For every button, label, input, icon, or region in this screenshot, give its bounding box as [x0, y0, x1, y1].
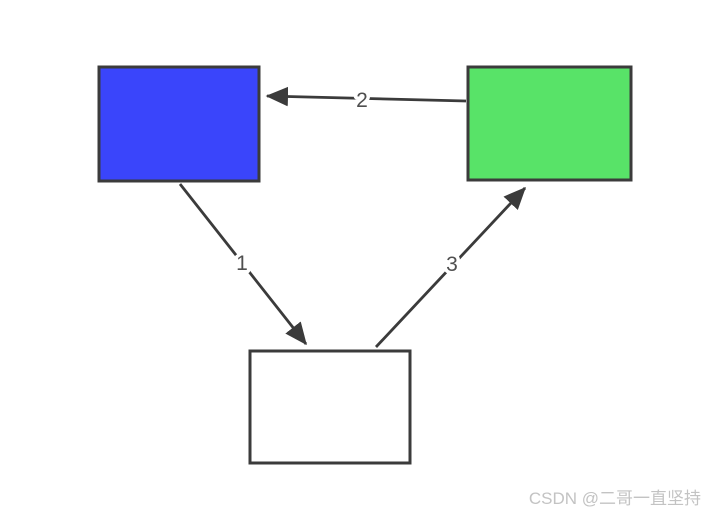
edge-3-arrow [374, 186, 527, 348]
edge-3-label: 3 [446, 253, 458, 276]
edge-2-label: 2 [356, 89, 368, 112]
edge-1-arrow [178, 183, 308, 346]
node-blue-box [97, 65, 261, 183]
edge-2-arrow [265, 86, 467, 107]
watermark-text: CSDN @二哥一直坚持 [529, 489, 701, 508]
node-green-box [466, 65, 633, 182]
edge-1-label: 1 [236, 252, 248, 275]
node-white-box [248, 349, 412, 465]
